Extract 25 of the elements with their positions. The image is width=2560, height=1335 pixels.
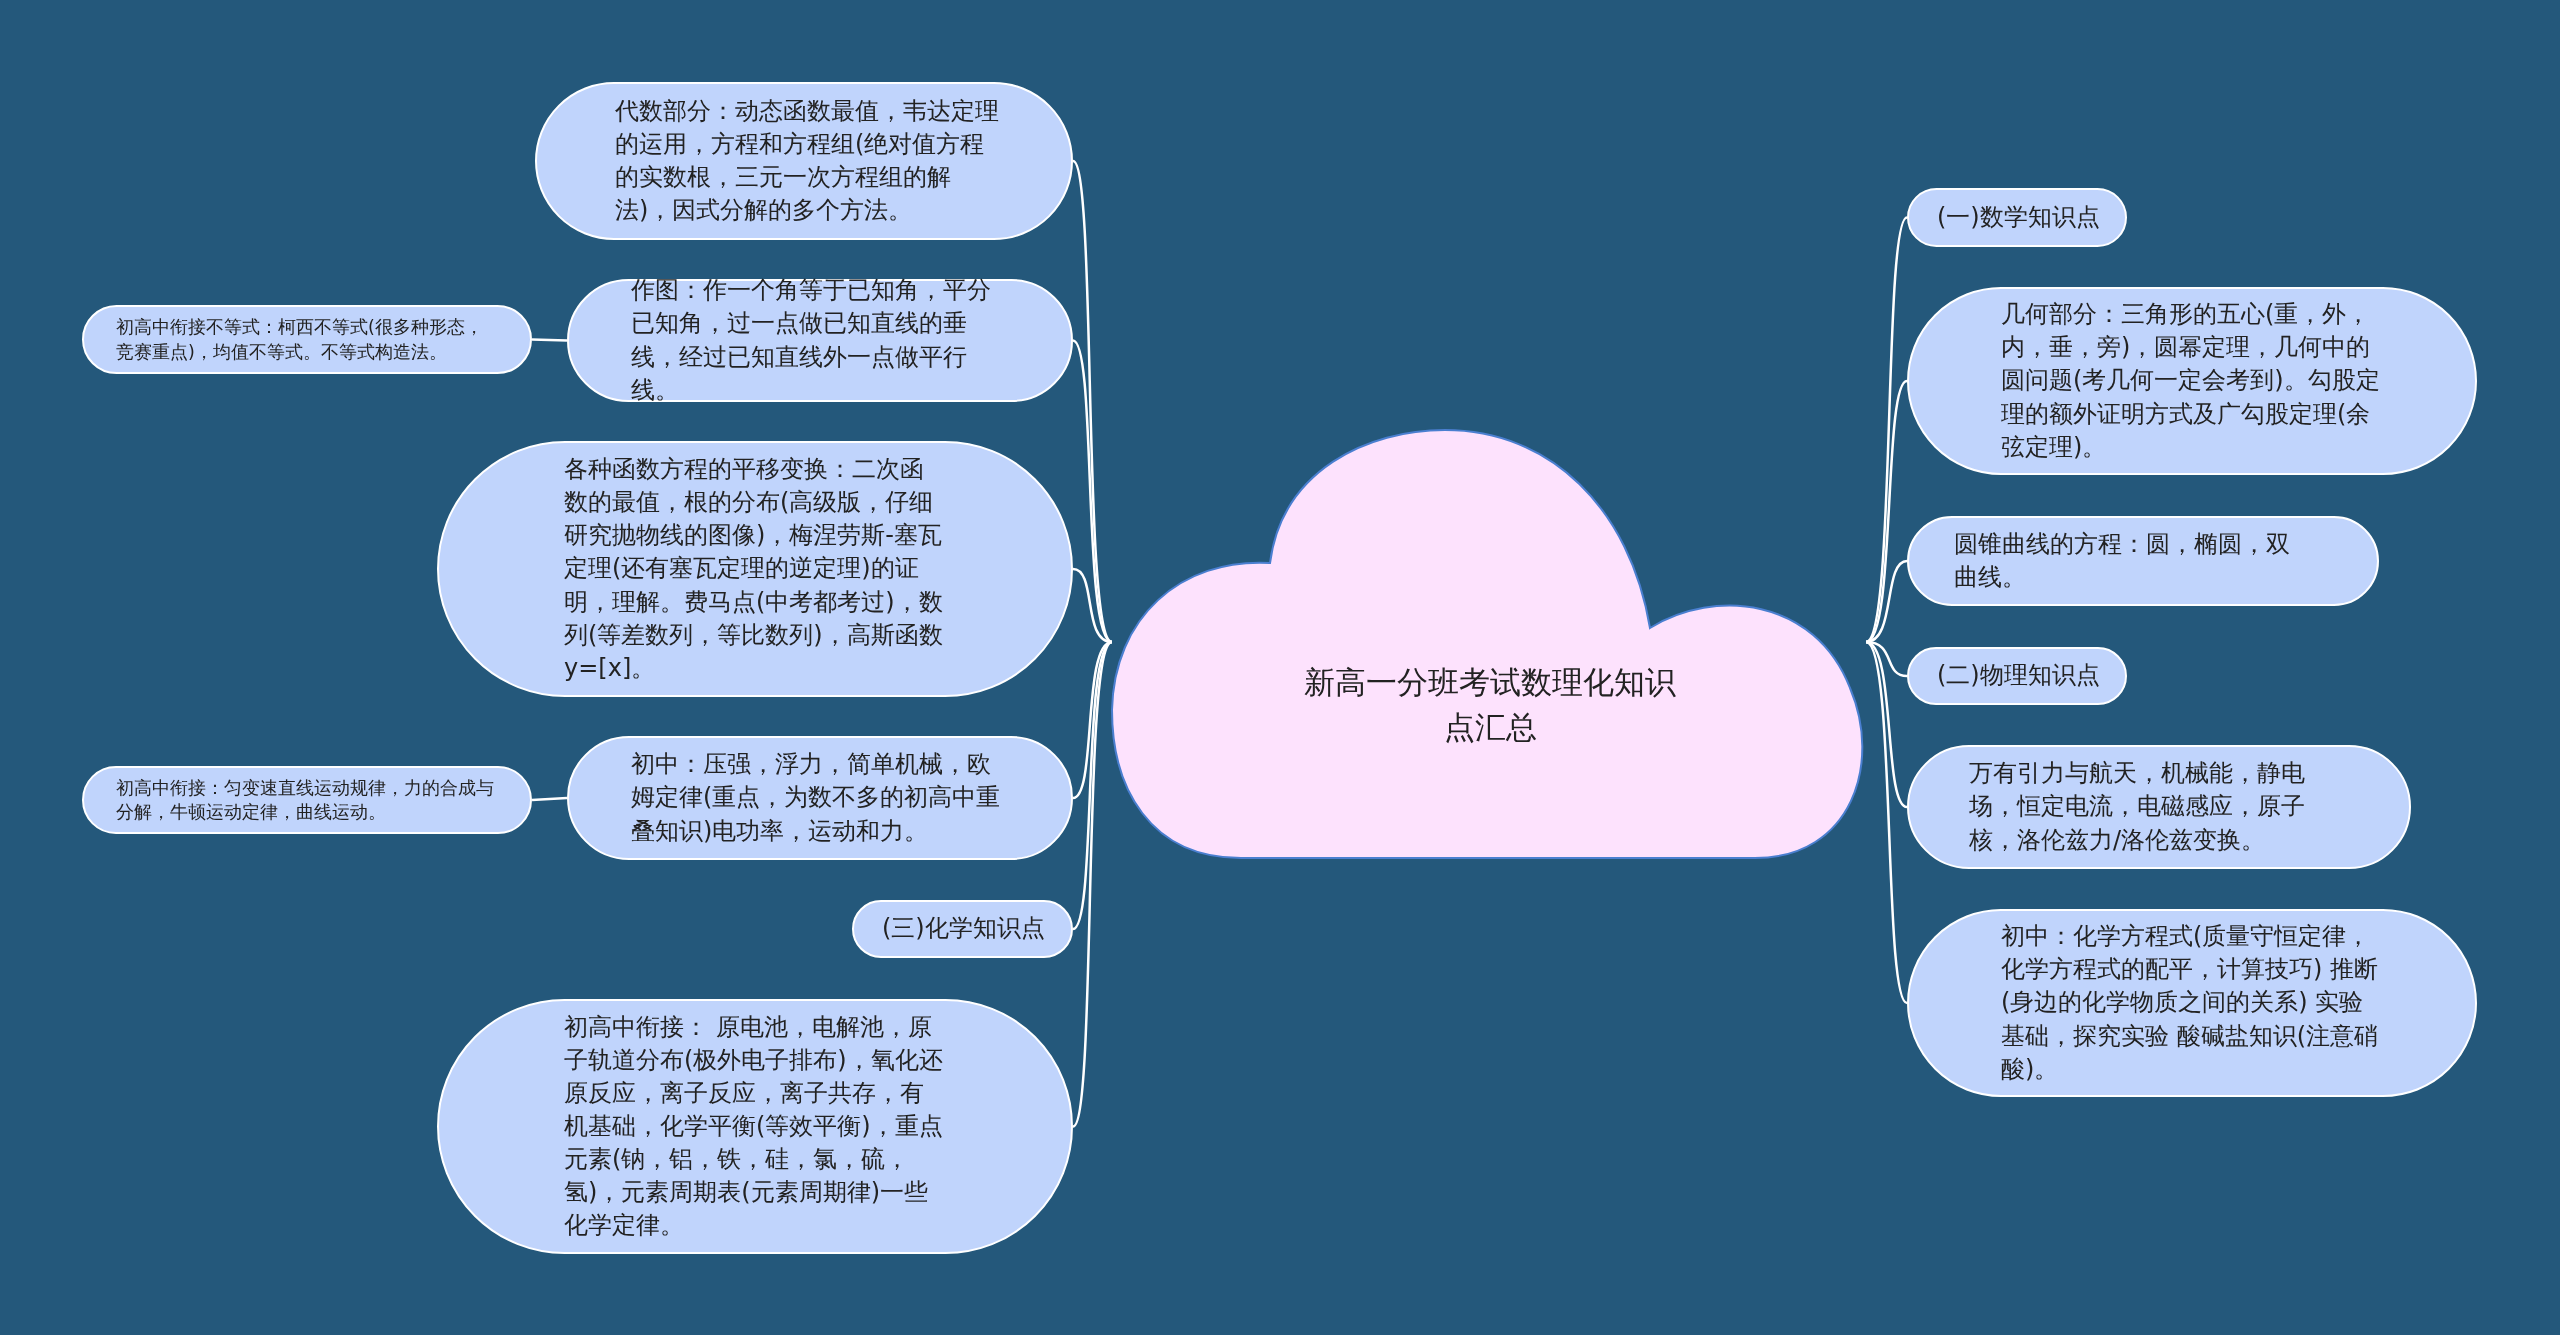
branch-line [531, 338, 568, 342]
branch-line [531, 796, 568, 802]
branch-line [1865, 640, 1908, 809]
topic-box: 初高中衔接不等式：柯西不等式(很多种形态，竞赛重点)，均值不等式。不等式构造法。 [82, 305, 532, 374]
topic-box: 作图：作一个角等于已知角，平分已知角，过一点做已知直线的垂线，经过已知直线外一点做平行线。 [567, 279, 1073, 402]
branch-line [1072, 567, 1113, 644]
topic-box: 各种函数方程的平移变换：二次函数的最值，根的分布(高级版，仔细研究抛物线的图像)，梅涅劳斯-塞瓦定理(还有塞瓦定理的逆定理)的证明，理解。费马点(中考都考过)，数列(等差数列，等比数列)，高斯函数y=[x]。 [437, 441, 1073, 697]
topic-box: 初高中衔接：匀变速直线运动规律，力的合成与分解，牛顿运动定律，曲线运动。 [82, 766, 532, 834]
topic-box: 代数部分：动态函数最值，韦达定理的运用，方程和方程组(绝对值方程的实数根，三元一次方程组的解法)，因式分解的多个方法。 [535, 82, 1073, 240]
topic-box: 初高中衔接： 原电池，电解池，原子轨道分布(极外电子排布)，氧化还原反应，离子反应，离子共存，有机基础，化学平衡(等效平衡)，重点元素(钠，铝，铁，硅，氯，硫，氢)，元素周期表(元素周期律)一些化学定律。 [437, 999, 1073, 1254]
topic-box: (一)数学知识点 [1907, 188, 2127, 247]
topic-box: (三)化学知识点 [852, 900, 1073, 958]
topic-box: 圆锥曲线的方程：圆，椭圆，双曲线。 [1907, 516, 2379, 606]
topic-box: 万有引力与航天，机械能，静电场，恒定电流，电磁感应，原子核，洛伦兹力/洛伦兹变换。 [1907, 745, 2411, 869]
branch-line [1072, 339, 1113, 643]
topic-box: 初中：化学方程式(质量守恒定律，化学方程式的配平，计算技巧) 推断(身边的化学物质之间的关系) 实验基础，探究实验 酸碱盐知识(注意硝酸)。 [1907, 909, 2477, 1097]
topic-box: 初中：压强，浮力，简单机械，欧姆定律(重点，为数不多的初高中重叠知识)电功率，运动和力。 [567, 736, 1073, 860]
topic-box: (二)物理知识点 [1907, 647, 2127, 705]
branch-line [1865, 559, 1908, 644]
topic-box: 几何部分：三角形的五心(重，外，内，垂，旁)，圆幂定理，几何中的圆问题(考几何一定会考到)。勾股定理的额外证明方式及广勾股定理(余弦定理)。 [1907, 287, 2477, 475]
branch-line [1072, 641, 1113, 930]
branch-line [1071, 641, 1114, 1128]
branch-line [1865, 216, 1909, 643]
branch-line [1865, 641, 1908, 1004]
title-text: 新高一分班考试数理化知识点汇总 [1303, 663, 1677, 747]
